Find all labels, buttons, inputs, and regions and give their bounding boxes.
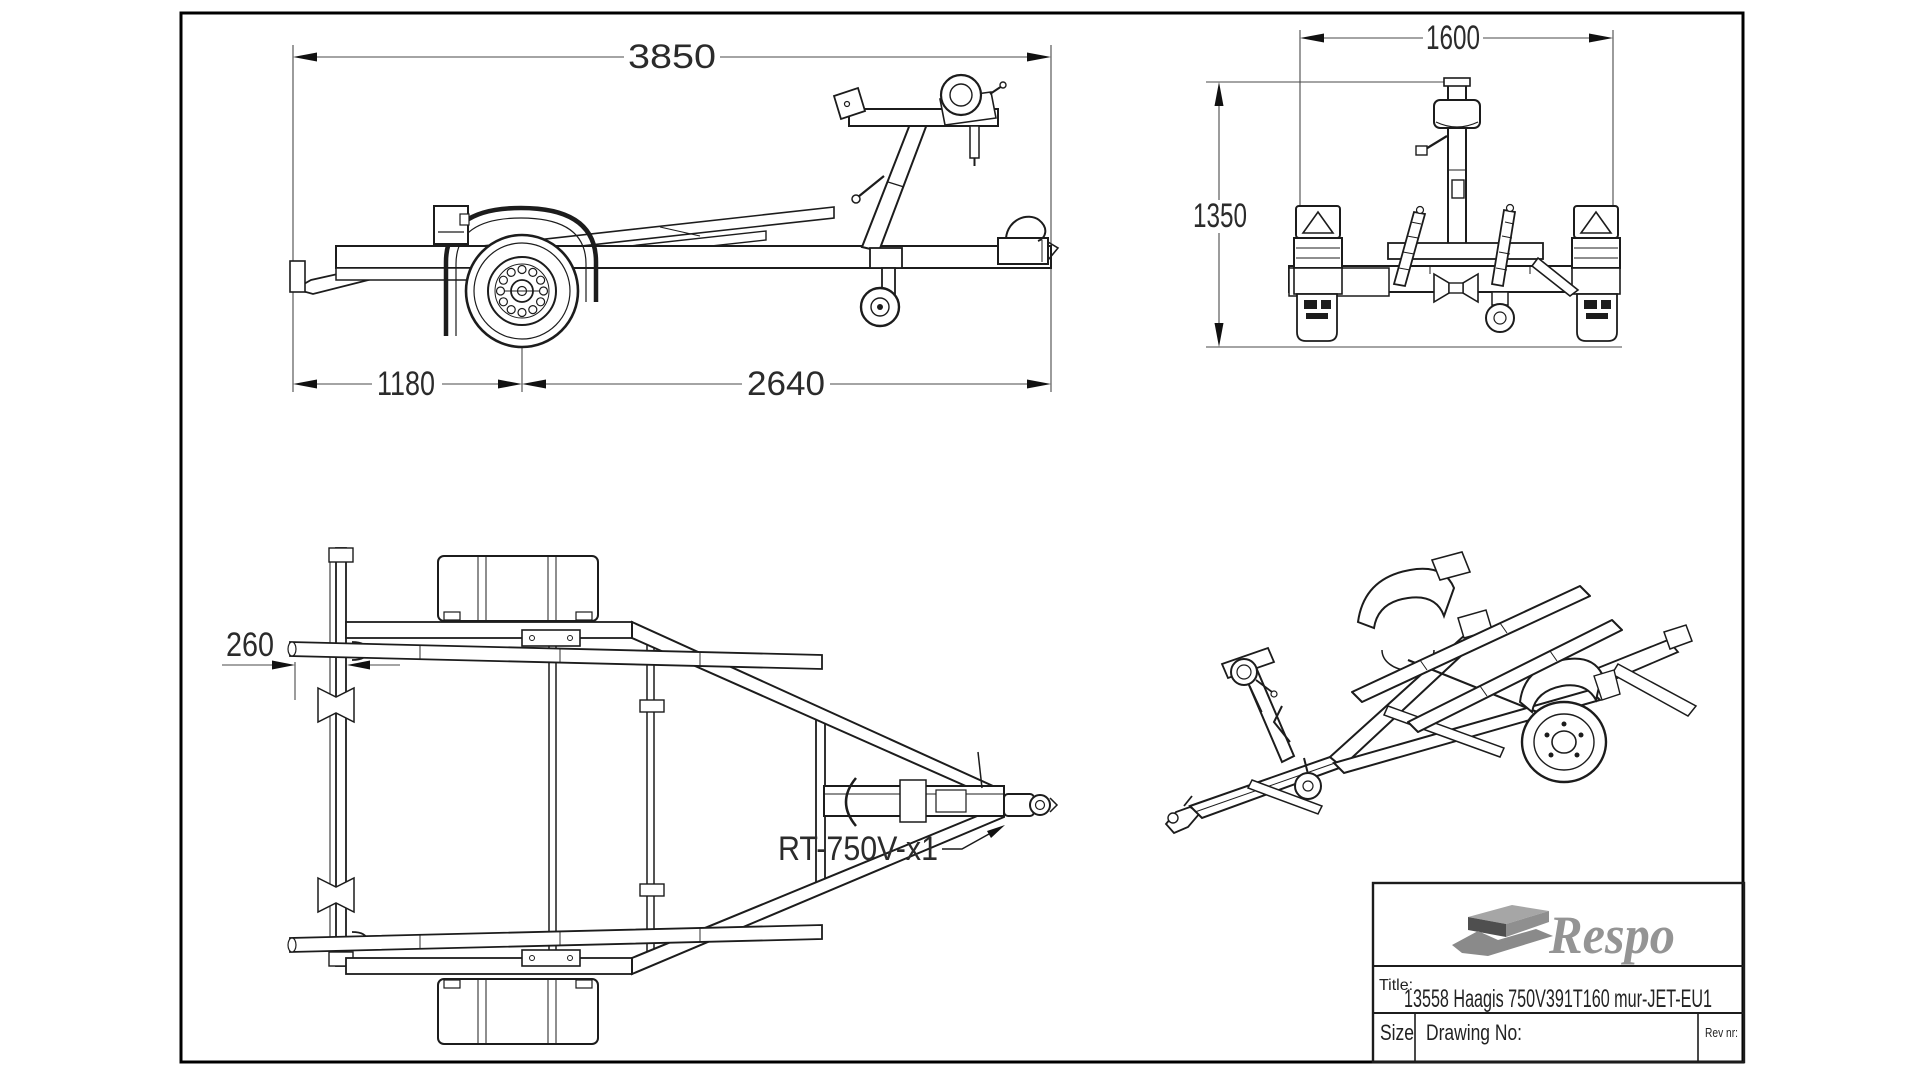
coupler [997, 215, 1060, 265]
winch-post-rear [1415, 77, 1481, 246]
bunk-top-plan [287, 641, 823, 670]
crossmembers-plan [521, 629, 826, 967]
dim-axle-to-coupling-text: 2640 [747, 365, 825, 403]
winch [939, 73, 1007, 166]
part-callout: RT-750V-x1 [778, 825, 1005, 868]
title-block: Respo Title: 13558 Haagis 750V391T160 mu… [1371, 881, 1746, 1064]
title-label: Title: [1379, 977, 1413, 994]
dim-bunk-overhang: 260 [222, 626, 400, 700]
rear-view: 1600 1350 [1193, 19, 1622, 348]
frame-rail-bottom [345, 957, 633, 975]
isometric-view [1164, 551, 1698, 835]
dim-rear-to-axle-text: 1180 [377, 365, 435, 403]
part-callout-text: RT-750V-x1 [778, 830, 938, 868]
dim-overall-height-text: 1350 [1193, 197, 1247, 235]
plan-view: 260 RT-750V-x1 [222, 547, 1059, 1045]
dim-bunk-overhang-text: 260 [226, 626, 274, 664]
side-view-trailer [289, 73, 1060, 349]
winch-post [832, 86, 999, 253]
tongue-plan [823, 751, 1005, 827]
dim-overall-width: 1600 [1300, 19, 1613, 57]
frame-beam [335, 245, 1052, 269]
sheet-border [179, 11, 1745, 1064]
dim-axle-to-coupling: 2640 [522, 365, 1051, 403]
fender-plan-bottom [437, 978, 599, 1045]
keel-rollers-plan [317, 686, 355, 914]
ski-guides [1392, 203, 1517, 288]
title-value: 13558 Haagis 750V391T160 mur-JET-EU1 [1404, 985, 1712, 1013]
right-fender-rear [1571, 205, 1621, 342]
wheel [464, 233, 580, 349]
iso-wheel [1520, 700, 1608, 784]
jockey-wheel-rear [1485, 291, 1515, 333]
dim-overall-length-text: 3850 [628, 38, 716, 76]
drawing-no-label: Drawing No: [1426, 1020, 1522, 1045]
left-fender-rear [1293, 205, 1343, 342]
tail-lamp-side [433, 205, 470, 245]
iso-bunks [1351, 585, 1623, 733]
frame-rail-top [345, 621, 633, 639]
right-diagonal-brace [1530, 256, 1580, 298]
rev-label: Rev nr: [1705, 1025, 1738, 1040]
brand-text: Respo [1548, 905, 1675, 965]
iso-front-crossmember [1246, 779, 1324, 815]
side-view: 3850 1180 2640 [289, 38, 1060, 403]
coupler-plan [1003, 793, 1059, 817]
dim-overall-height: 1350 [1193, 82, 1247, 347]
respo-logo: Respo [1452, 905, 1675, 965]
dim-overall-length: 3850 [293, 38, 1051, 76]
size-label: Size [1380, 1020, 1414, 1045]
fender-plan-top [437, 555, 599, 622]
dim-rear-to-axle: 1180 [293, 365, 522, 403]
bunk-bottom-plan [287, 924, 823, 953]
rear-view-trailer [1288, 77, 1621, 342]
keel-roller-rear [1433, 272, 1479, 304]
iso-winch-post [1220, 646, 1296, 764]
respo-logo-icon [1452, 905, 1553, 956]
iso-coupler [1164, 795, 1202, 835]
dim-overall-width-text: 1600 [1426, 19, 1480, 57]
iso-jockey-wheel [1294, 757, 1322, 800]
jockey-wheel [859, 247, 903, 328]
